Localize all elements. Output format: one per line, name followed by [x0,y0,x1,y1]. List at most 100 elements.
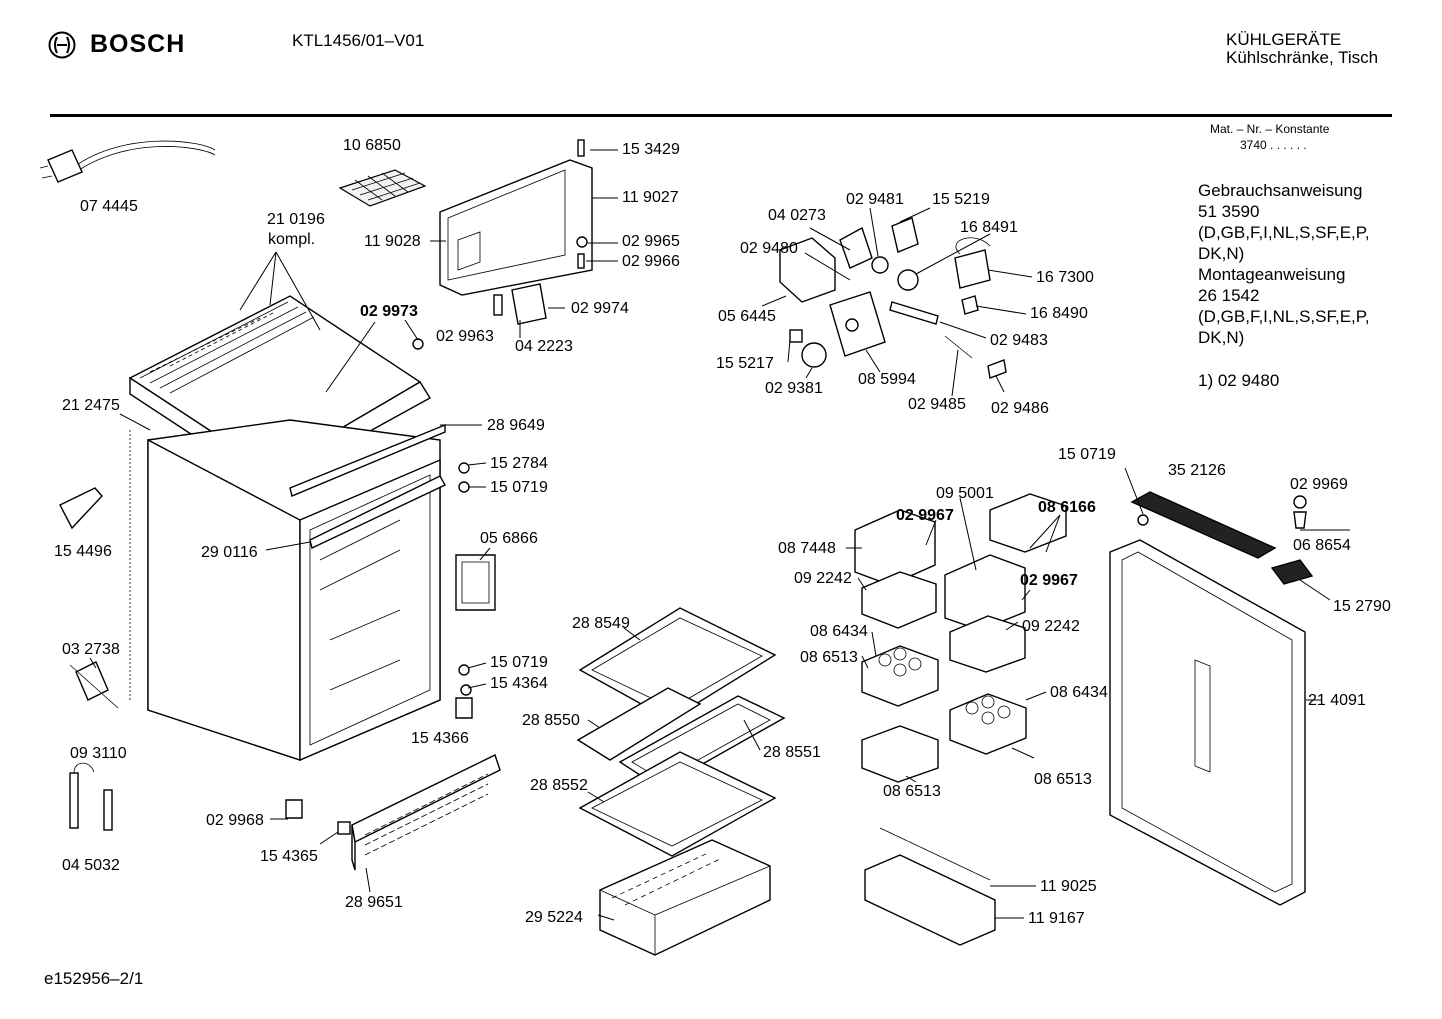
freezer-door-drawing [439,159,593,296]
crisper-drawer-drawing [599,839,771,956]
label-part: 15 4365 [260,848,318,865]
label-part: 02 9965 [622,233,680,250]
info-line: DK,N) [1198,328,1245,347]
label-part: 02 9969 [1290,476,1348,493]
label-part: 15 4364 [490,675,548,692]
category-title: KÜHLGERÄTE [1226,30,1342,49]
label-ice-tray: 10 6850 [343,137,401,154]
document-id: e152956–2/1 [44,969,144,988]
label-part: 09 2242 [1022,618,1080,635]
label-part: 06 8654 [1293,537,1351,554]
label-part: 03 2738 [62,641,120,658]
label-part: 28 9651 [345,894,403,911]
label-part: 21 2475 [62,397,120,414]
label-part: 28 8552 [530,777,588,794]
label-part: 02 9381 [765,380,823,397]
label-part: 28 8550 [522,712,580,729]
label-kompl: kompl. [268,231,315,248]
label-part: 15 4496 [54,543,112,560]
label-part-bold: 02 9973 [360,303,418,320]
label-part: 08 6513 [1034,771,1092,788]
label-part: 02 9481 [846,191,904,208]
label-part: 02 9974 [571,300,629,317]
label-part: 16 8490 [1030,305,1088,322]
mat-value: 3740 . . . . . . [1240,138,1307,152]
label-part: 28 8551 [763,744,821,761]
label-cord: 07 4445 [80,198,138,215]
subcategory-title: Kühlschränke, Tisch [1226,48,1379,67]
cabinet-drawing [129,419,446,762]
label-part: 05 6445 [718,308,776,325]
label-part: 16 8491 [960,219,1018,236]
label-part: 08 5994 [858,371,916,388]
label-part: 15 0719 [490,654,548,671]
info-line: DK,N) [1198,244,1245,263]
label-part-bold: 08 6166 [1038,499,1096,516]
label-part: 02 9483 [990,332,1048,349]
kick-plate-drawing [337,754,501,871]
info-line: (D,GB,F,I,NL,S,SF,E,P, [1198,307,1370,326]
label-part: 16 7300 [1036,269,1094,286]
label-worktop: 21 0196 [267,211,325,228]
label-part: 21 4091 [1308,692,1366,709]
label-part: 29 5224 [525,909,583,926]
brand-header: BOSCH [48,30,185,59]
door-balconies-drawing [854,493,1067,946]
mat-label: Mat. – Nr. – Konstante [1210,122,1330,136]
label-part: 08 6513 [800,649,858,666]
label-part: 02 9968 [206,812,264,829]
label-part: 29 0116 [201,544,258,561]
label-part: 02 9963 [436,328,494,345]
info-line: Gebrauchsanweisung [1198,181,1363,200]
label-part: 02 9486 [991,400,1049,417]
info-line: (D,GB,F,I,NL,S,SF,E,P, [1198,223,1370,242]
label-part-bold: 02 9967 [1020,572,1078,589]
label-part: 04 0273 [768,207,826,224]
label-part: 15 5217 [716,355,774,372]
thermostat-assembly-drawing [779,217,1007,379]
label-part: 09 3110 [70,745,127,762]
power-cord-drawing [39,140,216,183]
label-part: 08 6513 [883,783,941,800]
label-part: 11 9027 [622,189,679,206]
brand-name: BOSCH [90,30,186,58]
info-line: 26 1542 [1198,286,1260,305]
label-part: 09 5001 [936,485,994,502]
label-part: 11 9167 [1028,910,1085,927]
label-part: 02 9485 [908,396,966,413]
header-rule [50,114,1392,117]
label-part: 04 5032 [62,857,120,874]
label-part: 28 8549 [572,615,630,632]
label-part: 02 9480 [740,240,798,257]
label-part: 09 2242 [794,570,852,587]
label-part: 28 9649 [487,417,545,434]
label-part: 15 0719 [1058,446,1116,463]
info-block: Gebrauchsanweisung 51 3590 (D,GB,F,I,NL,… [1198,180,1370,348]
glass-shelves-drawing [576,607,786,857]
label-part: 05 6866 [480,530,538,547]
label-part: 11 9028 [364,233,421,250]
label-part: 15 4366 [411,730,469,747]
leader-lines [89,149,1350,921]
label-part: 15 2784 [490,455,548,472]
label-part: 08 6434 [1050,684,1108,701]
label-part: 02 9966 [622,253,680,270]
label-part-bold: 02 9967 [896,507,954,524]
label-part: 08 6434 [810,623,868,640]
label-part: 15 0719 [490,479,548,496]
label-part: 04 2223 [515,338,573,355]
model-number: KTL1456/01–V01 [292,31,425,50]
part-labels: 07 4445 10 6850 15 3429 11 9027 11 9028 … [54,137,1391,927]
label-part: 15 3429 [622,141,680,158]
footnote: 1) 02 9480 [1198,371,1280,390]
small-hardware [320,139,588,406]
label-part: 15 2790 [1333,598,1391,615]
left-side-parts [59,487,303,831]
fridge-door-drawing [1109,491,1314,906]
label-part: 08 7448 [778,540,836,557]
label-part: 15 5219 [932,191,990,208]
info-line: 51 3590 [1198,202,1260,221]
bosch-logo-icon [48,31,76,58]
info-line: Montageanweisung [1198,265,1346,284]
